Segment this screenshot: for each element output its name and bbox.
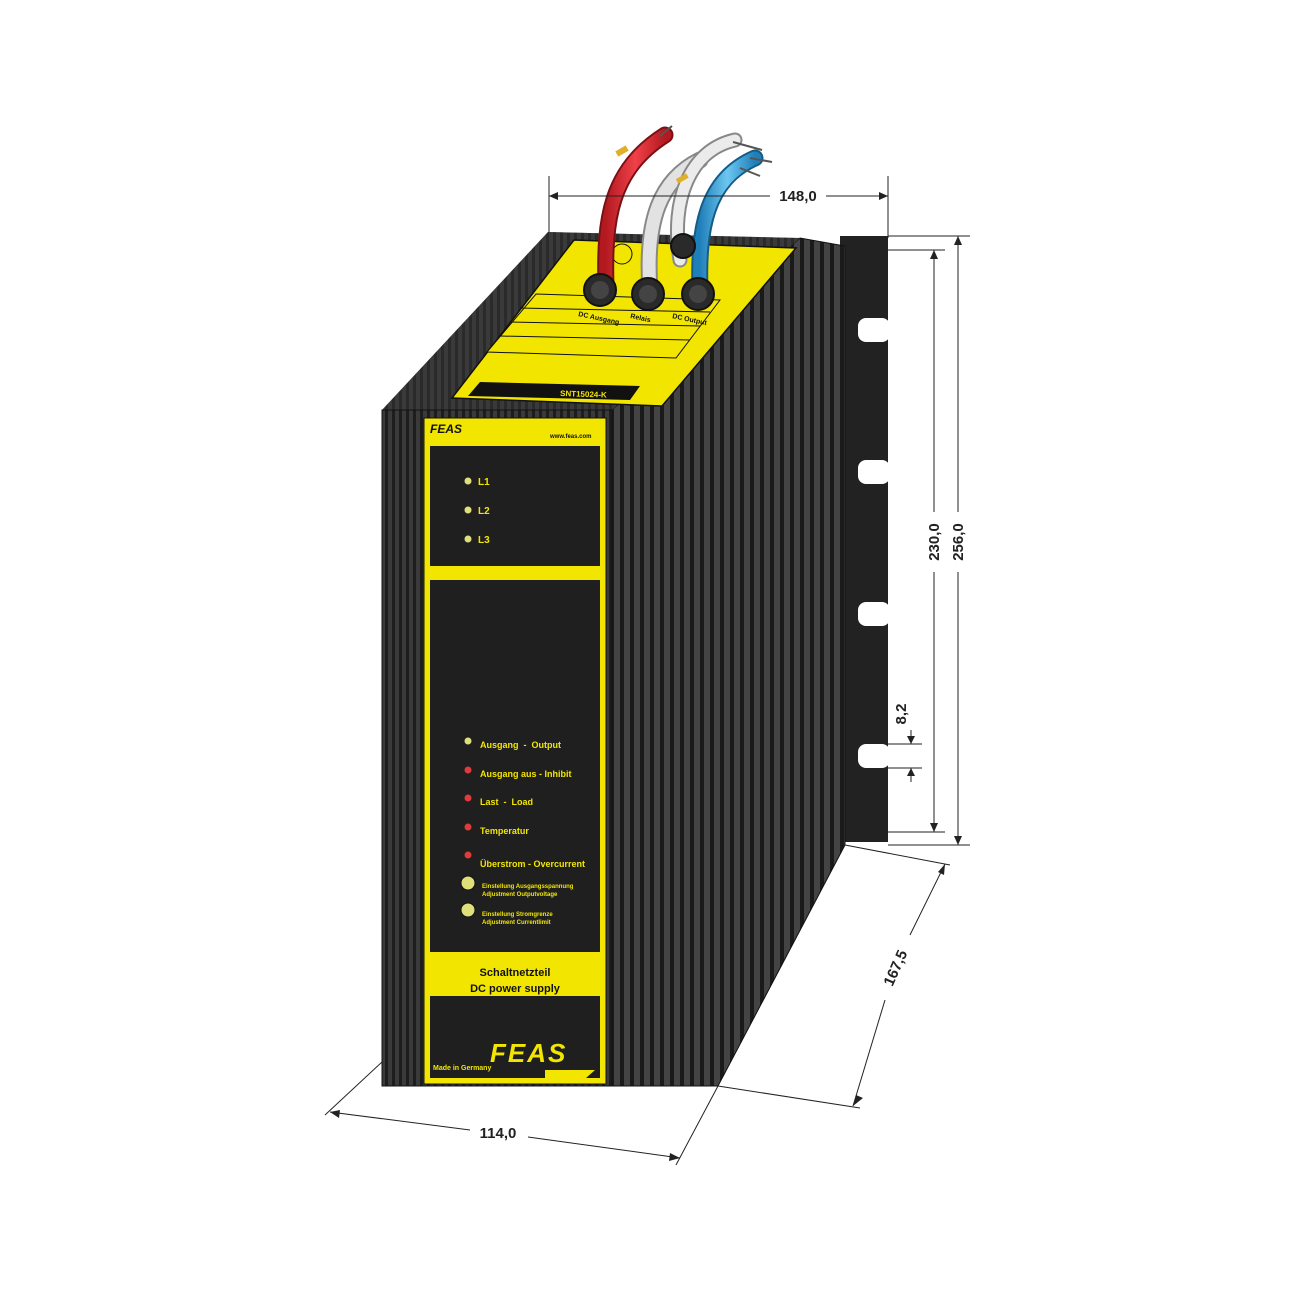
status-led-label: Ausgang - Output	[480, 740, 561, 750]
header-logo: FEAS	[430, 422, 462, 436]
phase-led-label: L2	[478, 506, 490, 517]
adjuster-group: Einstellung Ausgangsspannung Adjustment …	[460, 875, 574, 926]
dimension-label: 256,0	[950, 523, 967, 561]
status-led-group: Ausgang - Output Ausgang aus - Inhibit L…	[464, 737, 585, 869]
phase-led-label: L1	[478, 477, 490, 488]
dimension-label: 8,2	[893, 704, 910, 725]
front-plate	[423, 417, 607, 1085]
mounting-rail	[840, 236, 890, 842]
dimension-slot: 8,2	[888, 704, 922, 782]
adjuster-label-line2: Adjustment Outputvoltage	[482, 892, 558, 898]
dimension-heights: 230,0 256,0	[888, 235, 970, 846]
status-led	[464, 823, 472, 831]
cables	[597, 125, 773, 301]
adjuster-label-line1: Einstellung Ausgangsspannung	[482, 884, 574, 890]
status-led-label: Ausgang aus - Inhibit	[480, 769, 572, 779]
phase-led-label: L3	[478, 535, 490, 546]
status-led	[464, 737, 472, 745]
status-led	[464, 851, 472, 859]
voltage-adjust-knob[interactable]	[460, 875, 476, 891]
adjuster-label-line1: Einstellung Stromgrenze	[482, 912, 553, 918]
cable-glands	[583, 233, 715, 311]
header-website: www.feas.com	[549, 434, 591, 440]
dimension-label: 230,0	[926, 523, 943, 561]
phase-led	[464, 477, 472, 485]
dimension-top-width: 148,0	[548, 176, 889, 238]
bottom-logo: FEAS Made in Germany	[433, 1038, 595, 1078]
phase-led-group: L1 L2 L3	[464, 477, 490, 546]
current-adjust-knob[interactable]	[460, 902, 476, 918]
top-label: SNT15024-K DC Ausgang Relais DC Output	[450, 239, 798, 407]
product-name-en: DC power supply	[470, 983, 561, 995]
made-in-label: Made in Germany	[433, 1065, 491, 1072]
top-relais-label: Relais	[630, 313, 652, 324]
status-led-label: Überstrom - Overcurrent	[480, 859, 585, 869]
status-led	[464, 766, 472, 774]
status-led-label: Last - Load	[480, 797, 533, 807]
top-model-label: SNT15024-K	[560, 389, 607, 400]
product-name-de: Schaltnetzteil	[480, 967, 551, 979]
phase-led	[464, 506, 472, 514]
dimension-label: 148,0	[779, 188, 817, 205]
status-led-label: Temperatur	[480, 826, 529, 836]
adjuster-label-line2: Adjustment Currentlimit	[482, 920, 551, 926]
dimension-label: 167,5	[880, 948, 911, 989]
phase-led	[464, 535, 472, 543]
status-led	[464, 794, 472, 802]
dimension-front-width: 114,0	[324, 1061, 719, 1166]
bottom-logo-text: FEAS	[490, 1038, 567, 1068]
dimension-label: 114,0	[480, 1125, 517, 1142]
